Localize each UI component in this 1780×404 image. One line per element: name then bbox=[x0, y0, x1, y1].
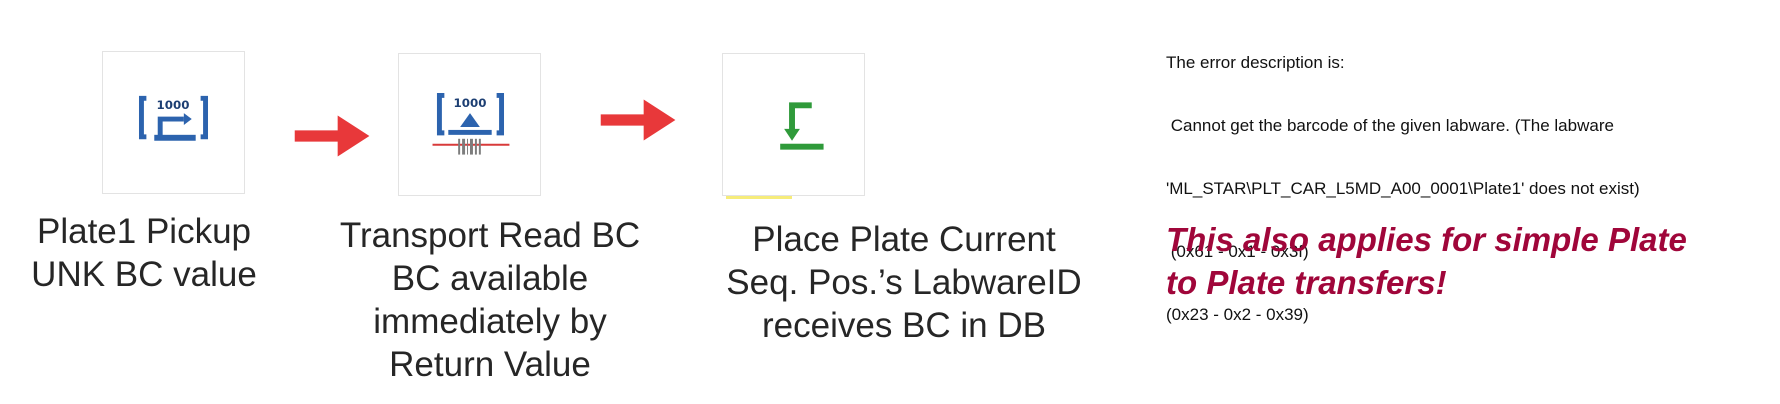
highlight-underline bbox=[726, 196, 792, 199]
place-plate-icon bbox=[780, 102, 824, 150]
caption-line: Plate1 Pickup bbox=[36, 212, 252, 251]
error-description: The error description is: Cannot get the… bbox=[1166, 10, 1640, 346]
step-1-icon-text: 1000 bbox=[157, 98, 190, 112]
caption-line: Return Value bbox=[389, 345, 591, 384]
caption-line: BC available bbox=[391, 259, 589, 298]
step-2-icon-box: 1000 bbox=[398, 53, 541, 196]
step-3-icon-box bbox=[722, 53, 865, 196]
note-line: to Plate transfers! bbox=[1166, 264, 1447, 301]
red-arrow-right-icon bbox=[294, 115, 370, 157]
pickup-plate-icon: 1000 bbox=[138, 95, 209, 141]
caption-line: UNK BC value bbox=[31, 255, 257, 294]
error-line: Cannot get the barcode of the given labw… bbox=[1166, 116, 1614, 135]
red-arrow-right-icon bbox=[600, 99, 676, 141]
caption-line: immediately by bbox=[373, 302, 607, 341]
step-2-caption: Transport Read BC BC available immediate… bbox=[320, 214, 660, 386]
error-line: 'ML_STAR\PLT_CAR_L5MD_A00_0001\Plate1' d… bbox=[1166, 179, 1640, 198]
caption-line: Seq. Pos.’s LabwareID bbox=[726, 263, 1082, 302]
step-1-caption: Plate1 Pickup UNK BC value bbox=[4, 210, 284, 296]
step-1-icon-box: 1000 bbox=[102, 51, 245, 194]
error-line: (0x61 - 0x1 - 0x3f) bbox=[1166, 242, 1309, 261]
applies-note: This also applies for simple Plate to Pl… bbox=[1166, 218, 1687, 304]
caption-line: Place Plate Current bbox=[752, 220, 1056, 259]
step-2-icon-text: 1000 bbox=[454, 96, 487, 110]
caption-line: receives BC in DB bbox=[762, 306, 1046, 345]
error-line: (0x23 - 0x2 - 0x39) bbox=[1166, 305, 1309, 324]
caption-line: Transport Read BC bbox=[339, 216, 641, 255]
transport-read-barcode-icon: 1000 bbox=[432, 92, 510, 155]
error-line: The error description is: bbox=[1166, 53, 1345, 72]
step-3-caption: Place Plate Current Seq. Pos.’s LabwareI… bbox=[704, 218, 1104, 347]
note-line: This also applies for simple Plate bbox=[1166, 221, 1687, 258]
